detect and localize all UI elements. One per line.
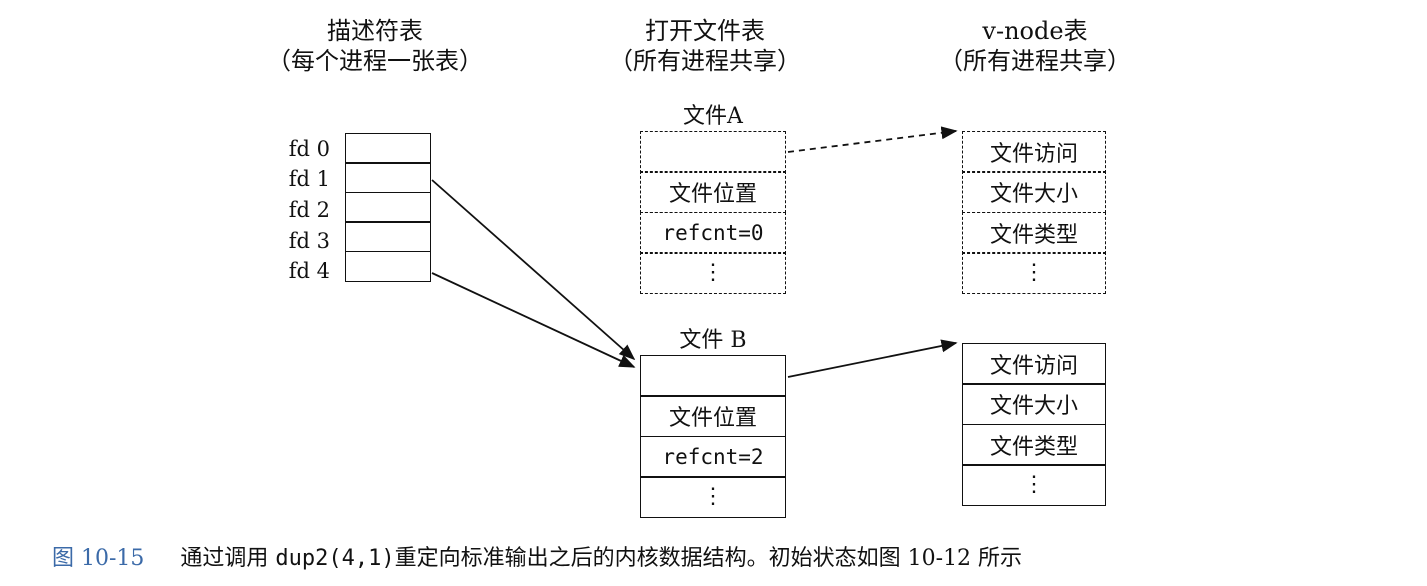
open-file-table-title: 打开文件表 [645, 17, 765, 45]
vnode-table-title: v-node表 [982, 17, 1088, 45]
vnode-a-entry: 文件访问 文件大小 文件类型 ⋮ [962, 131, 1106, 295]
file-b-more-cell: ⋮ [640, 476, 786, 519]
open-file-table-subtitle: （所有进程共享） [609, 47, 801, 75]
file-a-more-cell: ⋮ [640, 252, 786, 295]
file-b-pos-cell: 文件位置 [640, 395, 786, 438]
fd-label-2: fd 2 [288, 198, 330, 222]
descriptor-table [345, 133, 431, 282]
fd-cell-3 [345, 221, 431, 253]
vnode-a-type-cell: 文件类型 [962, 211, 1106, 254]
file-a-blank-cell [640, 131, 786, 173]
file-b-entry: 文件位置 refcnt=2 ⋮ [640, 355, 786, 519]
vnode-table-header: v-node表 （所有进程共享） [920, 16, 1150, 76]
fd-cell-4 [345, 250, 431, 282]
arrow-file-a-to-vnode-a [787, 126, 958, 153]
open-file-table-header: 打开文件表 （所有进程共享） [590, 16, 820, 76]
fd-label-0: fd 0 [288, 137, 330, 161]
caption-text-post: 重定向标准输出之后的内核数据结构。初始状态如图 10-12 所示 [394, 546, 1023, 571]
file-a-refcnt-cell: refcnt=0 [640, 211, 786, 254]
file-a-pos-cell: 文件位置 [640, 171, 786, 214]
figure-number: 图 10-15 [52, 546, 145, 571]
arrow-fd4-to-file-b [431, 272, 636, 368]
caption-text-pre: 通过调用 [180, 546, 276, 571]
vnode-b-entry: 文件访问 文件大小 文件类型 ⋮ [962, 343, 1106, 507]
descriptor-table-title: 描述符表 [327, 17, 423, 45]
vnode-table-subtitle: （所有进程共享） [939, 47, 1131, 75]
file-b-refcnt-cell: refcnt=2 [640, 435, 786, 478]
fd-cell-2 [345, 191, 431, 223]
vnode-b-more-cell: ⋮ [962, 464, 1106, 507]
fd-cell-1 [345, 162, 431, 194]
fd-cell-0 [345, 133, 431, 164]
file-b-label: 文件 B [679, 328, 747, 353]
descriptor-table-subtitle: （每个进程一张表） [267, 47, 483, 75]
fd-label-1: fd 1 [288, 167, 330, 191]
fd-label-3: fd 3 [288, 229, 330, 253]
vnode-a-access-cell: 文件访问 [962, 131, 1106, 173]
vnode-a-more-cell: ⋮ [962, 252, 1106, 295]
arrow-fd1-to-file-b [431, 179, 636, 361]
file-a-label: 文件A [683, 104, 743, 129]
file-a-entry: 文件位置 refcnt=0 ⋮ [640, 131, 786, 295]
descriptor-table-header: 描述符表 （每个进程一张表） [260, 16, 490, 76]
vnode-a-size-cell: 文件大小 [962, 171, 1106, 214]
arrow-file-b-to-vnode-b [787, 339, 958, 378]
figure-caption: 图 10-15 通过调用 dup2(4,1)重定向标准输出之后的内核数据结构。初… [52, 540, 1022, 572]
caption-code: dup2(4,1) [275, 546, 395, 571]
vnode-b-type-cell: 文件类型 [962, 423, 1106, 466]
fd-label-4: fd 4 [288, 259, 330, 283]
file-b-blank-cell [640, 355, 786, 397]
vnode-b-size-cell: 文件大小 [962, 383, 1106, 426]
vnode-b-access-cell: 文件访问 [962, 343, 1106, 385]
